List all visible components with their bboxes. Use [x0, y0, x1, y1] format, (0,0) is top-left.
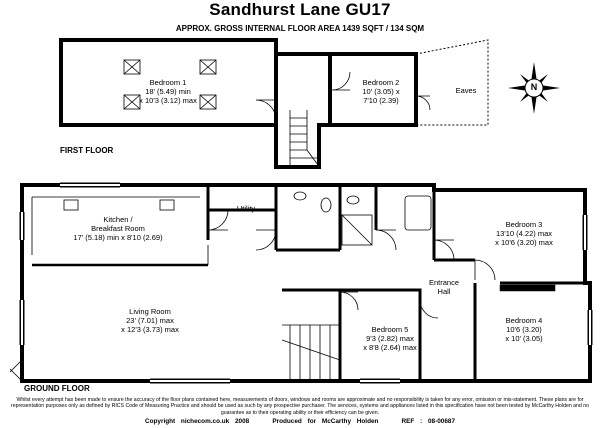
bedroom2-walls	[328, 52, 418, 127]
bedroom1-dim2: x 10'3 (3.12) max	[139, 96, 197, 105]
kitchen-fittings	[31, 196, 200, 255]
bedroom2-dim1: 10' (3.05) x	[362, 87, 400, 96]
living-name: Living Room	[129, 307, 171, 316]
eaves-outline	[415, 39, 489, 126]
bedroom3-dim2: x 10'6 (3.20) max	[495, 238, 553, 247]
floor-area-subtitle: APPROX. GROSS INTERNAL FLOOR AREA 1439 S…	[175, 24, 425, 33]
windows	[19, 182, 593, 384]
bedroom1-label: Bedroom 1 18' (5.49) min x 10'3 (3.12) m…	[108, 78, 228, 105]
bedroom5-name: Bedroom 5	[371, 325, 409, 334]
entrance-label: Entrance Hall	[424, 278, 464, 296]
bedroom3-dim1: 13'10 (4.22) max	[495, 229, 553, 238]
ground-floor-label: GROUND FLOOR	[24, 384, 90, 393]
first-floor-stairs	[289, 110, 319, 166]
eaves-label: Eaves	[455, 86, 477, 95]
footer-ref: REF : 08-00687	[401, 418, 456, 425]
living-dim2: x 12'3 (3.73) max	[121, 325, 179, 334]
ground-floor-doors	[9, 209, 496, 382]
footer: Copyright nichecom.co.uk 2008 Produced f…	[0, 418, 600, 425]
living-dim1: 23' (7.01) max	[126, 316, 174, 325]
roof-windows	[123, 59, 217, 110]
kitchen-name1: Kitchen /	[103, 215, 133, 224]
bedroom2-name: Bedroom 2	[362, 78, 400, 87]
disclaimer-text: Whilst every attempt has been made to en…	[10, 397, 590, 416]
bedroom5-dim2: x 8'8 (2.64) max	[363, 343, 417, 352]
bedroom4-dim2: x 10' (3.05)	[505, 334, 543, 343]
compass-letter: N	[530, 82, 538, 92]
kitchen-name2: Breakfast Room	[91, 224, 145, 233]
wardrobe	[499, 284, 556, 292]
bedroom4-label: Bedroom 4 10'6 (3.20) x 10' (3.05)	[484, 316, 564, 343]
entrance-name1: Entrance	[428, 278, 460, 287]
entrance-name2: Hall	[437, 287, 451, 296]
bedroom1-dim1: 18' (5.49) min	[145, 87, 191, 96]
bedroom4-name: Bedroom 4	[505, 316, 543, 325]
first-floor-doors	[255, 71, 431, 121]
bedroom1-name: Bedroom 1	[149, 78, 187, 87]
bedroom4-dim1: 10'6 (3.20)	[506, 325, 542, 334]
bedroom5-label: Bedroom 5 9'3 (2.82) max x 8'8 (2.64) ma…	[350, 325, 430, 352]
plan-title: Sandhurst Lane GU17	[209, 0, 391, 19]
bathroom-fixtures	[293, 191, 432, 246]
footer-produced: Produced for McCarthy Holden	[272, 418, 379, 425]
bedroom3-name: Bedroom 3	[505, 220, 543, 229]
bedroom5-dim1: 9'3 (2.82) max	[366, 334, 414, 343]
kitchen-label: Kitchen / Breakfast Room 17' (5.18) min …	[58, 215, 178, 242]
bedroom2-label: Bedroom 2 10' (3.05) x 7'10 (2.39)	[350, 78, 412, 105]
utility-label: Utility	[236, 204, 256, 213]
footer-copyright: Copyright nichecom.co.uk 2008	[144, 418, 250, 425]
ground-floor-stairs	[281, 324, 341, 381]
kitchen-dim1: 17' (5.18) min x 8'10 (2.69)	[73, 233, 163, 242]
living-label: Living Room 23' (7.01) max x 12'3 (3.73)…	[100, 307, 200, 334]
bedroom2-dim2: 7'10 (2.39)	[363, 96, 399, 105]
bedroom3-label: Bedroom 3 13'10 (4.22) max x 10'6 (3.20)…	[484, 220, 564, 247]
first-floor-label: FIRST FLOOR	[60, 146, 114, 155]
north-compass	[508, 62, 560, 114]
